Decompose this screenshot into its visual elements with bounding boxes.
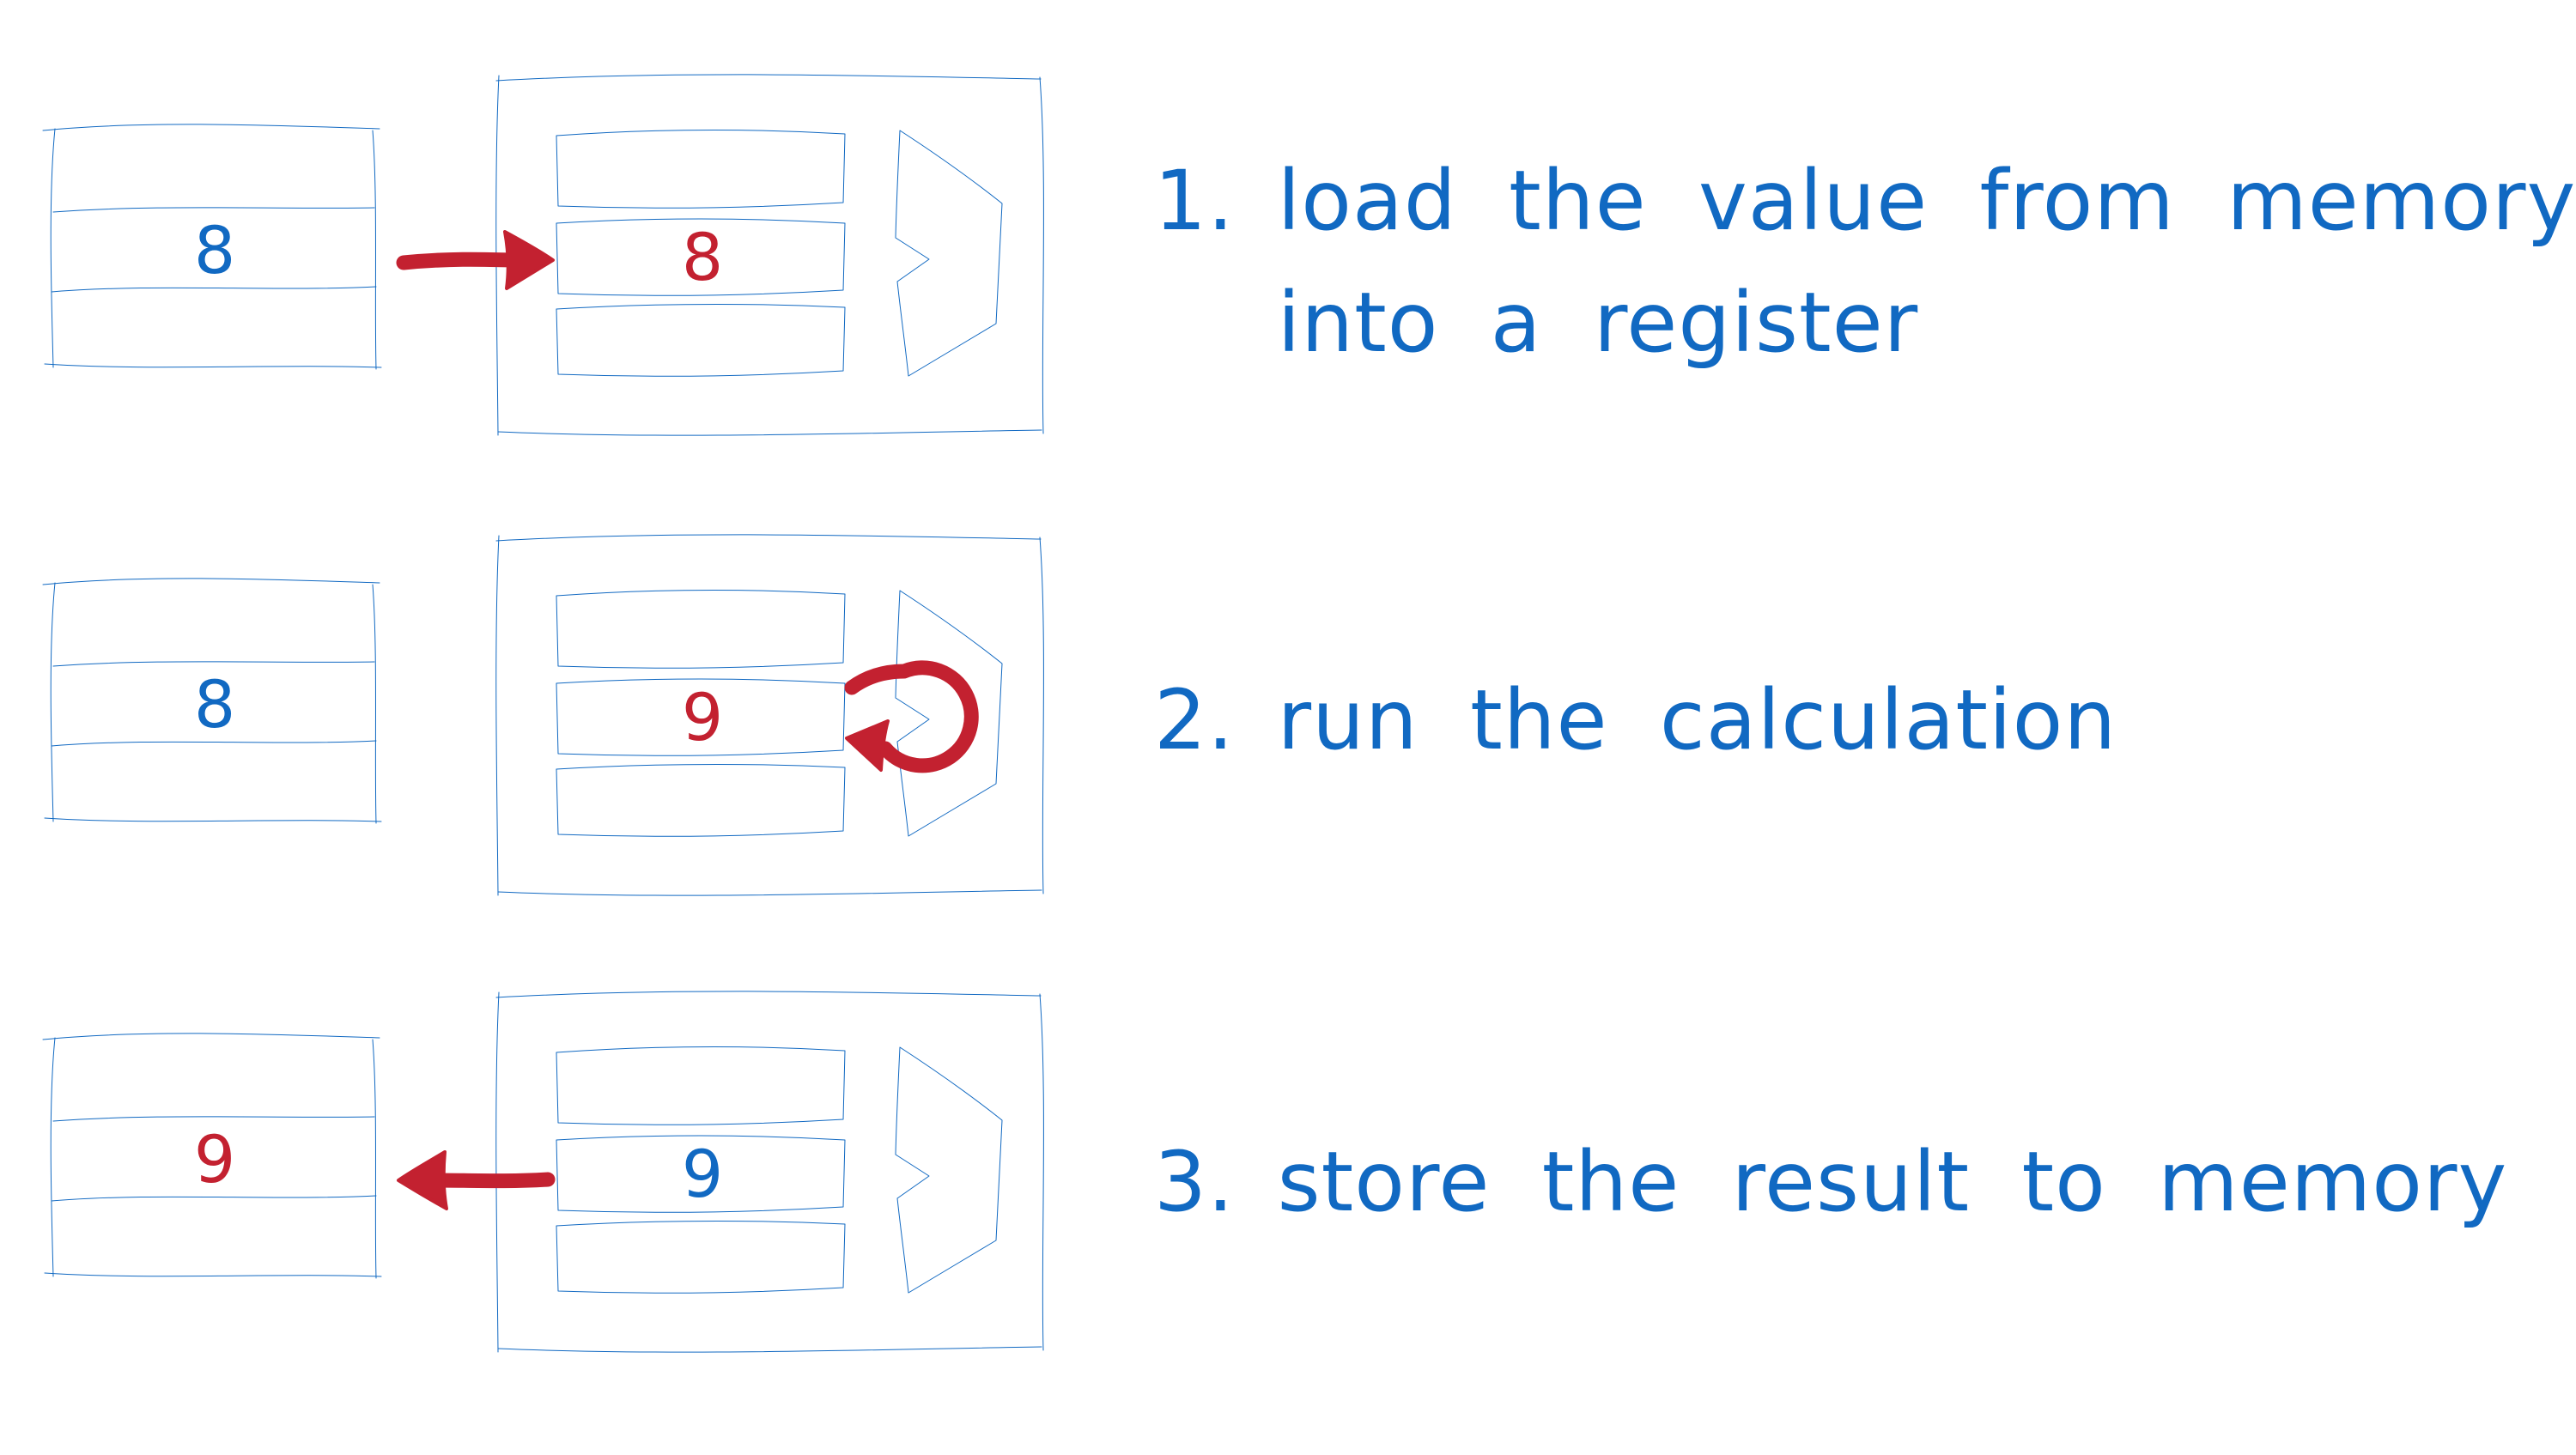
step-number: 2. <box>1154 672 1235 768</box>
calculation-cycle-loop-icon <box>844 660 979 773</box>
step-3-diagram: 9 9 <box>42 991 1044 1353</box>
cpu-box <box>495 74 1044 436</box>
step-2-caption: 2. run the calculation <box>1154 659 2117 781</box>
cpu-register-value: 8 <box>682 219 723 295</box>
memory-cell-value: 8 <box>194 666 235 743</box>
step-1-diagram: 8 8 <box>42 74 1044 436</box>
step-2-diagram: 8 9 <box>42 534 1044 896</box>
step-number: 3. <box>1154 1134 1235 1230</box>
cpu-register-value: 9 <box>682 1136 723 1212</box>
step-caption-line: store the result to memory <box>1277 1134 2508 1230</box>
step-caption-line: into a register <box>1277 275 1919 371</box>
step-caption-line: run the calculation <box>1277 672 2117 768</box>
memory-cell-value: 8 <box>194 212 235 288</box>
step-1-caption: 1. load the value from memory into a reg… <box>1154 140 2576 384</box>
step-number: 1. <box>1154 153 1235 249</box>
store-arrow-left-icon <box>397 1150 556 1210</box>
step-caption-line: load the value from memory <box>1277 153 2576 249</box>
memory-cell-value: 9 <box>194 1121 235 1197</box>
cpu-box <box>495 534 1044 896</box>
load-arrow-right-icon <box>396 230 555 290</box>
cpu-register-value: 9 <box>682 679 723 755</box>
step-3-caption: 3. store the result to memory <box>1154 1121 2507 1243</box>
cpu-box <box>495 991 1044 1353</box>
